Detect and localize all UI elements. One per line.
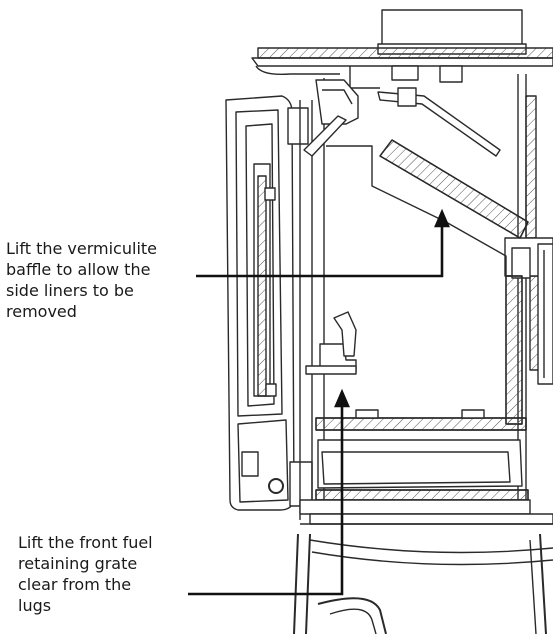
grate-floor (299, 409, 553, 525)
top-bracket-deflector (303, 79, 501, 157)
front-hinge-posts (287, 78, 325, 520)
top-plate (251, 47, 553, 89)
callout-baffle-text: Lift the vermiculite baffle to allow the… (6, 239, 157, 321)
fuel-retaining-grate (305, 311, 357, 375)
stove-legs (293, 523, 553, 634)
leader-baffle-arrow (196, 208, 450, 278)
rear-air-box (504, 237, 553, 385)
vermiculite-baffle (326, 139, 529, 276)
door-assembly (225, 95, 295, 511)
leader-grate-arrow (188, 388, 350, 596)
rear-side-liner (505, 275, 523, 425)
callout-grate-text: Lift the front fuel retaining grate clea… (18, 533, 153, 615)
